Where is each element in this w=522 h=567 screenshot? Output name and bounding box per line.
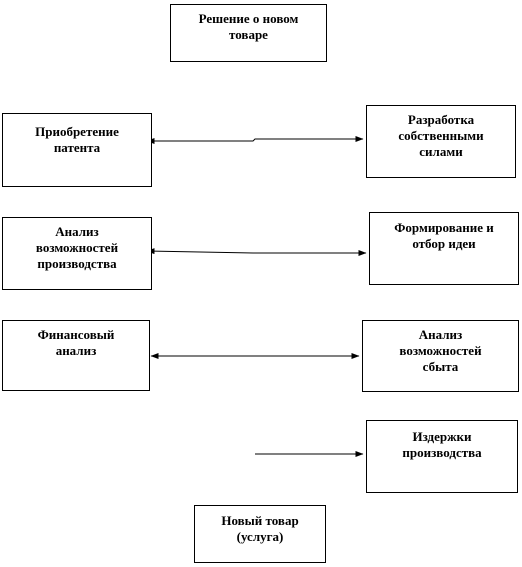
- node-label: Анализ возможностей сбыта: [399, 327, 482, 374]
- node-idea-select: Формирование и отбор идеи: [369, 212, 519, 285]
- node-label: Издержки производства: [402, 429, 482, 460]
- node-label: Приобретение патента: [35, 124, 119, 155]
- node-label: Новый товар (услуга): [221, 513, 299, 544]
- node-new-product: Новый товар (услуга): [194, 505, 326, 563]
- node-patent: Приобретение патента: [2, 113, 152, 187]
- node-label: Анализ возможностей производства: [35, 224, 119, 271]
- node-decision: Решение о новом товаре: [170, 4, 327, 62]
- node-sales-analysis: Анализ возможностей сбыта: [362, 320, 519, 392]
- node-prod-costs: Издержки производства: [366, 420, 518, 493]
- node-fin-analysis: Финансовый анализ: [2, 320, 150, 391]
- node-own-dev: Разработка собственными силами: [366, 105, 516, 178]
- node-label: Решение о новом товаре: [198, 11, 299, 42]
- edge-patent-own-dev: [146, 136, 364, 144]
- edge-prod-analysis-idea-select: [146, 248, 367, 256]
- node-label: Разработка собственными силами: [398, 112, 484, 159]
- node-prod-analysis: Анализ возможностей производства: [2, 217, 152, 290]
- node-label: Финансовый анализ: [37, 327, 115, 358]
- node-label: Формирование и отбор идеи: [394, 220, 494, 251]
